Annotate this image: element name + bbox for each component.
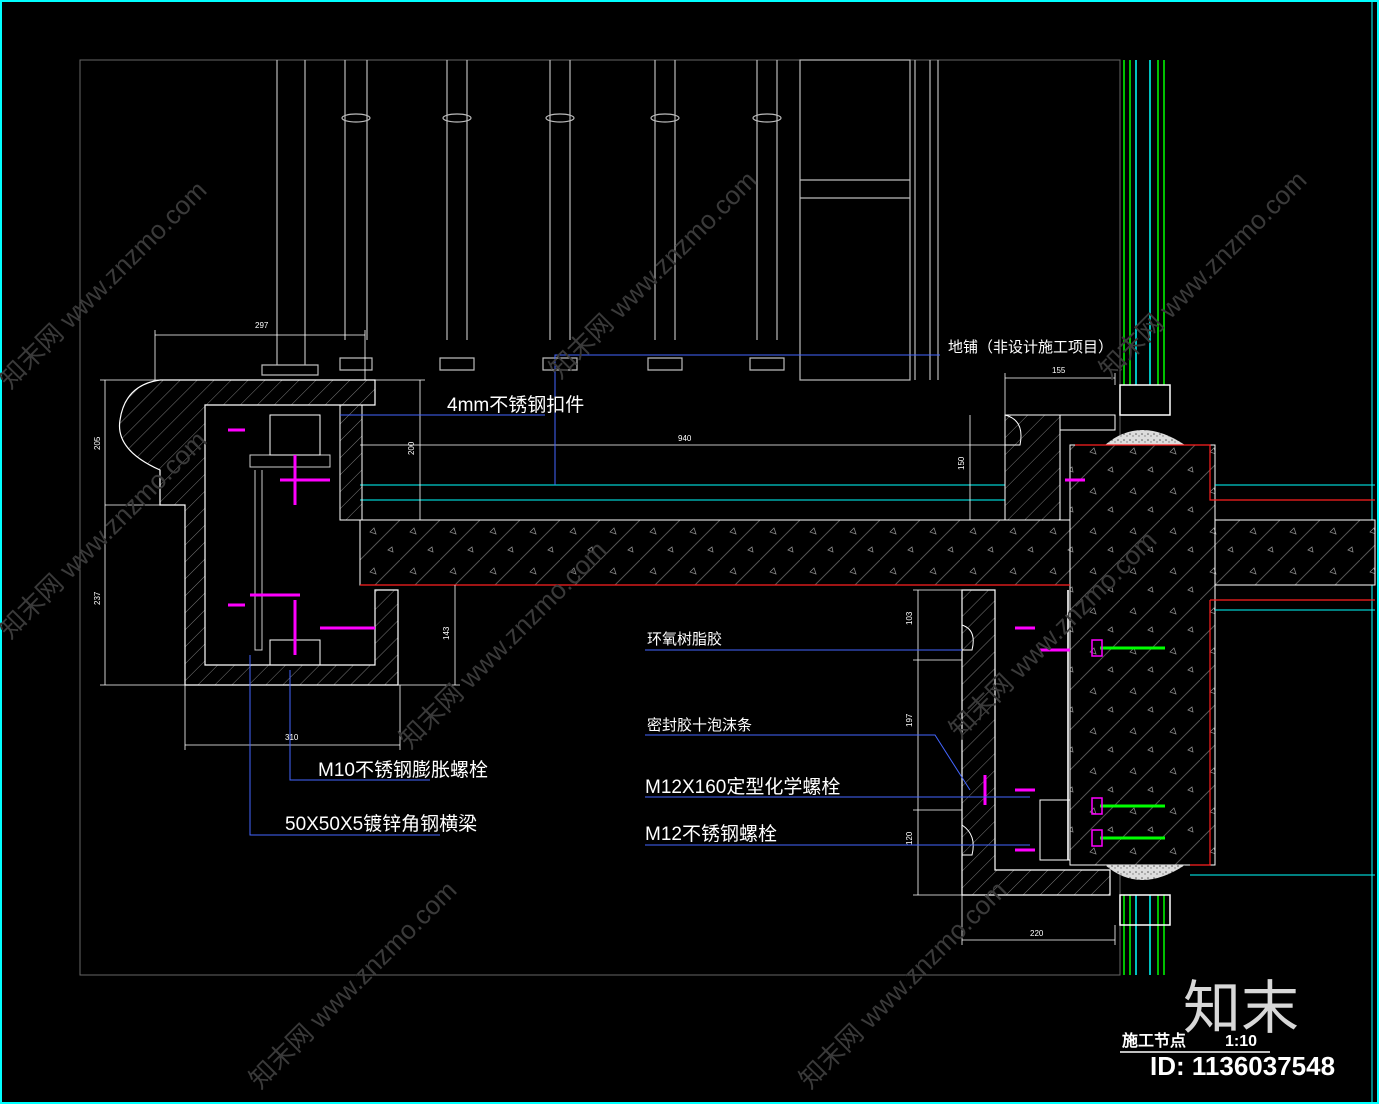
footer-logo: 知末	[1183, 974, 1299, 1042]
dim-200: 200	[407, 441, 416, 455]
dim-220: 220	[1030, 929, 1044, 938]
dim-150: 150	[957, 456, 966, 470]
label-clip: 4mm不锈钢扣件	[447, 394, 584, 416]
concrete-slab	[359, 430, 1376, 880]
svg-text:知末网 www.znzmo.com: 知末网 www.znzmo.com	[243, 875, 462, 1094]
dim-297: 297	[255, 321, 269, 330]
dim-103: 103	[905, 611, 914, 625]
label-floor-pave: 地铺（非设计施工项目）	[948, 339, 1113, 356]
footer-title: 施工节点	[1122, 1031, 1186, 1050]
dim-940: 940	[678, 434, 692, 443]
right-stone-cladding	[961, 414, 1116, 896]
glass-curtain-wall	[1119, 60, 1171, 975]
cyan-lines	[360, 484, 1375, 876]
leader-lines	[249, 354, 1030, 846]
red-outline	[360, 444, 1375, 866]
left-stone-cladding	[118, 379, 399, 686]
chemical-anchors	[1100, 646, 1165, 840]
svg-text:知末网 www.znzmo.com: 知末网 www.znzmo.com	[793, 875, 1012, 1094]
svg-text:知末网 www.znzmo.com: 知末网 www.znzmo.com	[1093, 165, 1312, 384]
svg-text:知末网 www.znzmo.com: 知末网 www.znzmo.com	[0, 425, 212, 644]
svg-text:知末网 www.znzmo.com: 知末网 www.znzmo.com	[0, 175, 212, 394]
dim-205: 205	[93, 436, 102, 450]
label-exp-bolt: M10不锈钢膨胀螺栓	[318, 759, 488, 781]
dim-197: 197	[905, 713, 914, 727]
dim-155: 155	[1052, 366, 1066, 375]
footer-id: ID: 1136037548	[1150, 1051, 1335, 1081]
label-ss-bolt: M12不锈钢螺栓	[645, 823, 777, 845]
label-epoxy: 环氧树脂胶	[647, 631, 722, 648]
steel-angle-left	[254, 470, 263, 651]
dim-237: 237	[93, 591, 102, 605]
dimension-lines	[100, 330, 1116, 945]
dim-143: 143	[442, 626, 451, 640]
footer-scale: 1:10	[1225, 1033, 1257, 1050]
dim-310: 310	[285, 733, 299, 742]
anchor-bolts	[228, 428, 1085, 852]
svg-text:知末网 www.znzmo.com: 知末网 www.znzmo.com	[543, 165, 762, 384]
label-sealant: 密封胶十泡沫条	[647, 717, 752, 734]
balustrade	[261, 59, 939, 381]
dim-120: 120	[905, 831, 914, 845]
anchor-heads	[1091, 639, 1103, 847]
label-angle-steel: 50X50X5镀锌角钢横梁	[285, 813, 477, 835]
label-chem-bolt: M12X160定型化学螺栓	[645, 776, 840, 798]
